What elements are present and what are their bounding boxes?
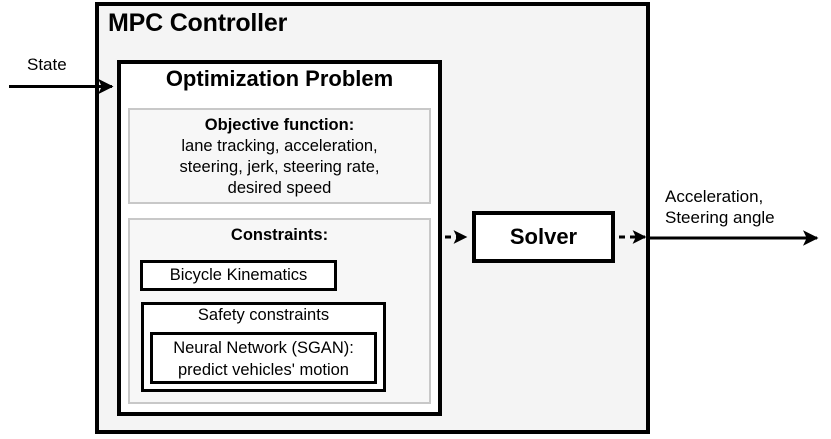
output-label: Acceleration, Steering angle bbox=[665, 186, 775, 228]
solver-box: Solver bbox=[472, 211, 615, 263]
output-label-line-2: Steering angle bbox=[665, 208, 775, 227]
solver-label: Solver bbox=[509, 224, 578, 249]
objective-function-box: Objective function: lane tracking, accel… bbox=[128, 108, 431, 204]
output-label-line-1: Acceleration, bbox=[665, 187, 764, 206]
mpc-controller-title: MPC Controller bbox=[108, 9, 288, 37]
objective-function-heading: Objective function: bbox=[204, 116, 355, 134]
neural-network-line-1: Neural Network (SGAN): bbox=[173, 339, 354, 357]
bicycle-kinematics-box: Bicycle Kinematics bbox=[140, 260, 337, 291]
objective-function-line-1: lane tracking, acceleration, bbox=[181, 137, 378, 155]
optimization-problem-title: Optimization Problem bbox=[165, 66, 394, 91]
objective-function-line-3: desired speed bbox=[227, 179, 332, 197]
state-input-label: State bbox=[27, 55, 67, 74]
objective-function-line-2: steering, jerk, steering rate, bbox=[179, 158, 380, 176]
bicycle-kinematics-label: Bicycle Kinematics bbox=[169, 266, 308, 284]
constraints-heading: Constraints: bbox=[230, 226, 329, 244]
neural-network-line-2: predict vehicles' motion bbox=[178, 361, 349, 379]
safety-constraints-label: Safety constraints bbox=[197, 306, 330, 324]
neural-network-box: Neural Network (SGAN): predict vehicles'… bbox=[150, 332, 377, 384]
